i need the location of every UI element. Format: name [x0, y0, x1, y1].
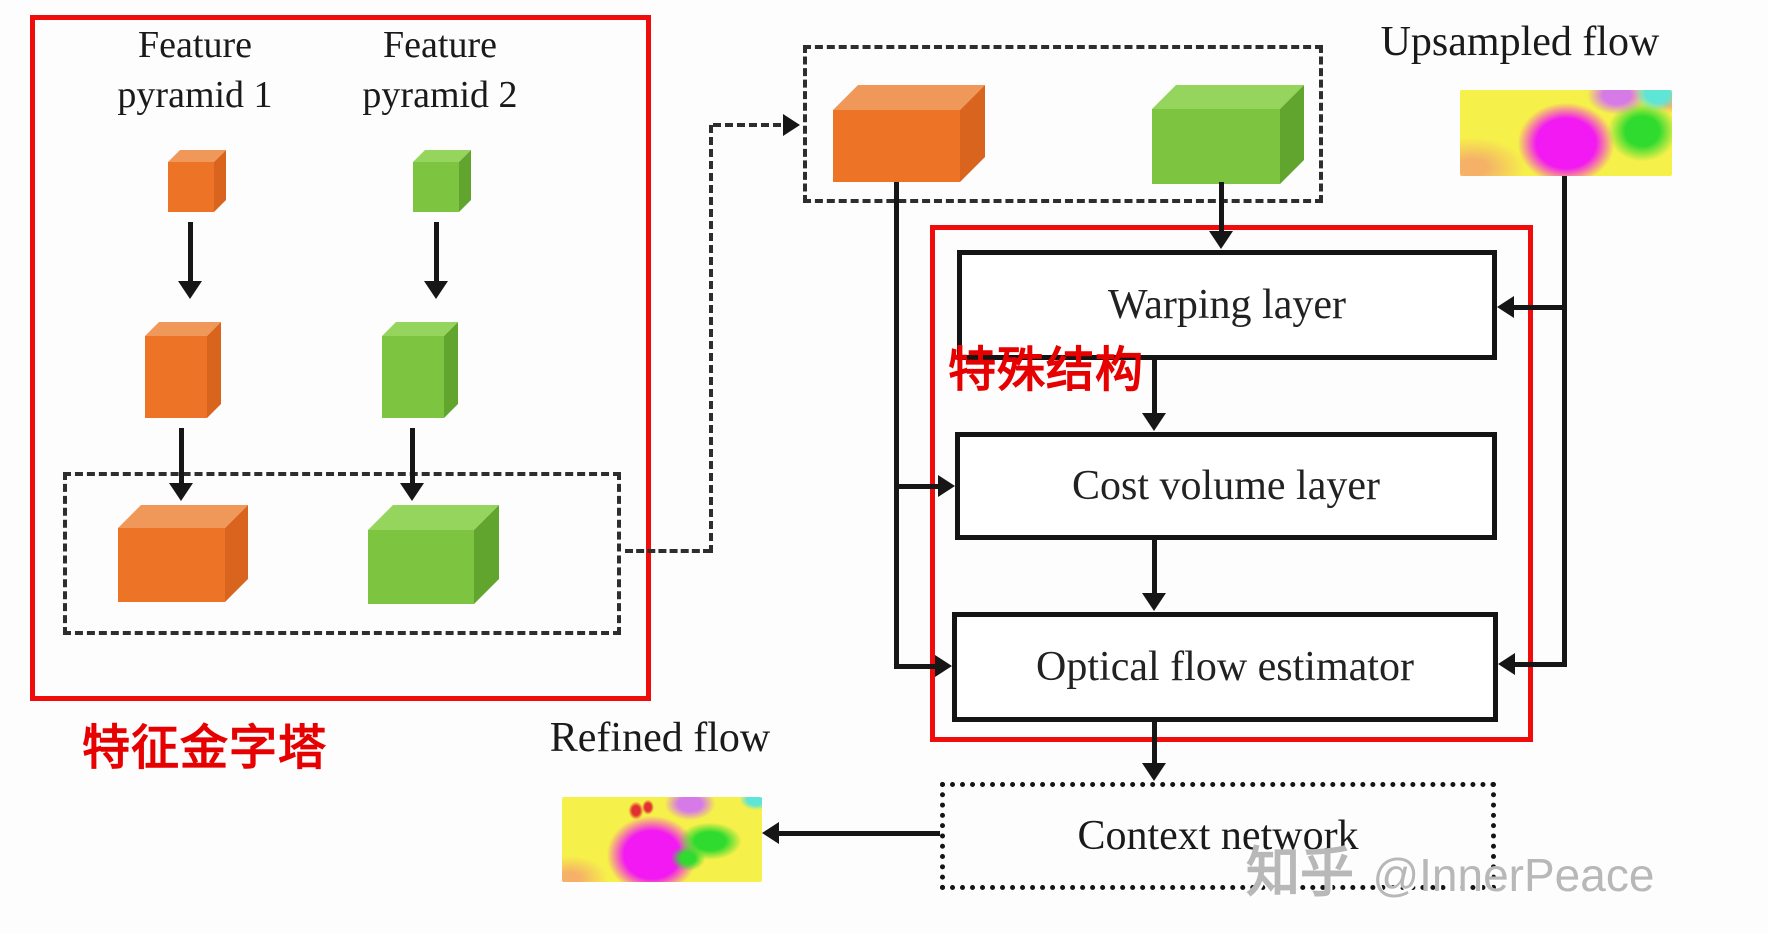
connector-dashed-vertical: [709, 125, 713, 553]
connector-dashed-horizontal-top: [713, 123, 781, 127]
feature1-to-estimator-line: [894, 664, 935, 669]
upsampledflow-to-estimator-line: [1515, 662, 1567, 667]
pyramid2-arrow2-line: [410, 428, 415, 484]
pyramid1-cube-small: [168, 150, 226, 212]
feature1-to-costvolume-line: [894, 484, 938, 489]
feature-pyramid-2-label: Feature pyramid 2: [300, 20, 580, 120]
feature2-to-warping-arrow-icon: [1209, 231, 1233, 249]
context-network-box: Context network: [940, 782, 1496, 890]
pyramid2-cube-small: [413, 150, 471, 212]
feature2-cube: [1152, 85, 1304, 184]
upsampled-flow-label: Upsampled flow: [1380, 19, 1660, 65]
upsampled-flow-feed-line: [1562, 176, 1567, 667]
optical-flow-estimator-label: Optical flow estimator: [1036, 644, 1414, 690]
estimator-to-context-line: [1152, 722, 1157, 765]
pyramid1-arrow1-head-icon: [178, 281, 202, 299]
pyramid2-arrow2-head-icon: [400, 483, 424, 501]
special-structure-caption: 特殊结构: [948, 344, 1145, 397]
feature2-to-warping-line: [1219, 182, 1224, 234]
pyramid1-arrow2-head-icon: [169, 483, 193, 501]
watermark: 知乎 @InnerPeace: [1246, 828, 1654, 907]
feature-pyramid-2-label-line1: Feature: [383, 24, 497, 66]
pyramid1-arrow2-line: [179, 428, 184, 484]
pyramid2-cube-large: [368, 505, 499, 604]
pyramid-bottom-level-dashed-box: [63, 472, 621, 635]
connector-dashed-horizontal-bottom: [625, 549, 711, 553]
costvolume-to-estimator-line: [1152, 540, 1157, 595]
upsampledflow-to-warping-arrow-icon: [1497, 296, 1514, 318]
feature1-feed-line: [894, 182, 899, 669]
feature1-to-estimator-arrow-icon: [935, 655, 952, 677]
feature1-to-costvolume-arrow-icon: [938, 475, 955, 497]
optical-flow-estimator-box: Optical flow estimator: [952, 612, 1498, 722]
connector-arrow-head-icon: [783, 114, 800, 136]
pyramid2-arrow1-head-icon: [424, 281, 448, 299]
feature-pyramid-1-label-line1: Feature: [138, 24, 252, 66]
cost-volume-layer-box: Cost volume layer: [955, 432, 1497, 540]
warping-layer-label: Warping layer: [1107, 282, 1346, 328]
feature-pyramid-1-label: Feature pyramid 1: [55, 20, 335, 120]
upsampledflow-to-warping-line: [1514, 305, 1566, 310]
context-network-label: Context network: [1077, 813, 1359, 859]
pyramid2-arrow1-line: [434, 222, 439, 284]
cost-volume-layer-label: Cost volume layer: [1072, 463, 1380, 509]
feature-pyramid-1-label-line2: pyramid 1: [117, 74, 273, 116]
feature-pyramid-2-label-line2: pyramid 2: [362, 74, 518, 116]
watermark-handle: @InnerPeace: [1372, 849, 1655, 901]
upsampled-flow-image: [1460, 90, 1672, 176]
feature-pyramid-red-frame: [30, 15, 651, 701]
level-features-dashed-box: [803, 45, 1323, 203]
feature1-cube: [833, 85, 985, 182]
warping-to-costvolume-line: [1152, 360, 1157, 415]
pyramid1-cube-large: [118, 505, 248, 602]
watermark-site-logo: 知乎: [1246, 843, 1354, 903]
special-structure-red-frame: [930, 225, 1533, 742]
refined-flow-label: Refined flow: [549, 715, 771, 761]
upsampledflow-to-estimator-arrow-icon: [1498, 653, 1515, 675]
costvolume-to-estimator-arrow-icon: [1142, 593, 1166, 611]
pyramid1-cube-medium: [145, 322, 221, 418]
pyramid1-arrow1-line: [188, 222, 193, 284]
context-to-refined-arrow-icon: [762, 822, 779, 844]
warping-layer-box: Warping layer: [957, 250, 1497, 360]
refined-flow-image: [562, 797, 762, 882]
feature-pyramid-caption: 特征金字塔: [82, 722, 328, 775]
pyramid2-cube-medium: [382, 322, 458, 418]
context-to-refined-line: [778, 831, 940, 836]
warping-to-costvolume-arrow-icon: [1142, 413, 1166, 431]
estimator-to-context-arrow-icon: [1142, 763, 1166, 781]
